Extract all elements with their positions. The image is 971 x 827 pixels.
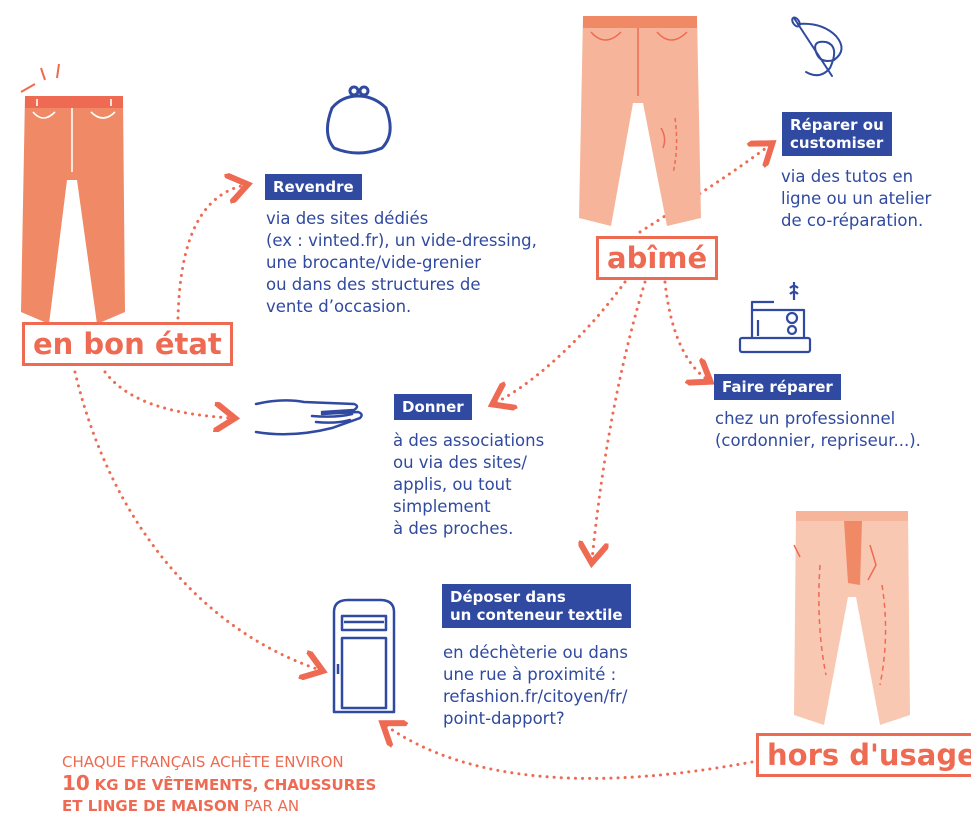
action-deposit-label: Déposer dans un conteneur textile	[442, 584, 631, 628]
pants-worn-icon	[790, 505, 915, 735]
state-damaged: abîmé	[596, 236, 718, 280]
sewing-machine-icon	[738, 280, 813, 355]
state-unusable: hors d'usage	[756, 733, 971, 777]
action-have-repaired-text: chez un professionnel (cordonnier, repri…	[715, 408, 921, 452]
action-deposit-text: en déchèterie ou dans une rue à proximit…	[443, 642, 628, 730]
stat-line-1: CHAQUE FRANÇAIS ACHÈTE ENVIRON	[62, 752, 376, 773]
action-repair-customize-label: Réparer ou customiser	[782, 112, 892, 156]
pants-damaged-icon	[575, 8, 705, 238]
arrow-damaged-deposit	[592, 282, 645, 560]
arrow-worn-deposit	[385, 725, 752, 778]
stat-line-3-bold: ET LINGE DE MAISON	[62, 797, 239, 815]
stat-text: CHAQUE FRANÇAIS ACHÈTE ENVIRON 10 KG DE …	[62, 752, 376, 817]
action-repair-customize-text: via des tutos en ligne ou un atelier de …	[781, 166, 931, 232]
purse-icon	[320, 84, 398, 156]
stat-number: 10	[62, 771, 90, 795]
hand-icon	[252, 392, 367, 440]
action-resell-label: Revendre	[265, 174, 362, 200]
arrow-good-give	[105, 372, 232, 418]
stat-line-2: KG DE VÊTEMENTS, CHAUSSURES	[95, 776, 377, 794]
action-give-label: Donner	[394, 394, 472, 420]
arrow-damaged-pro	[665, 282, 708, 380]
action-give-text: à des associations ou via des sites/ app…	[393, 430, 544, 540]
action-resell-text: via des sites dédiés (ex : vinted.fr), u…	[266, 208, 537, 318]
needle-thread-icon	[782, 12, 850, 82]
action-have-repaired-label: Faire réparer	[714, 374, 841, 400]
stat-line-3-rest: PAR AN	[239, 797, 299, 815]
pants-good-icon	[15, 62, 130, 332]
textile-container-icon	[330, 598, 398, 716]
state-good-condition: en bon état	[22, 322, 233, 366]
arrow-good-resell	[178, 185, 245, 318]
